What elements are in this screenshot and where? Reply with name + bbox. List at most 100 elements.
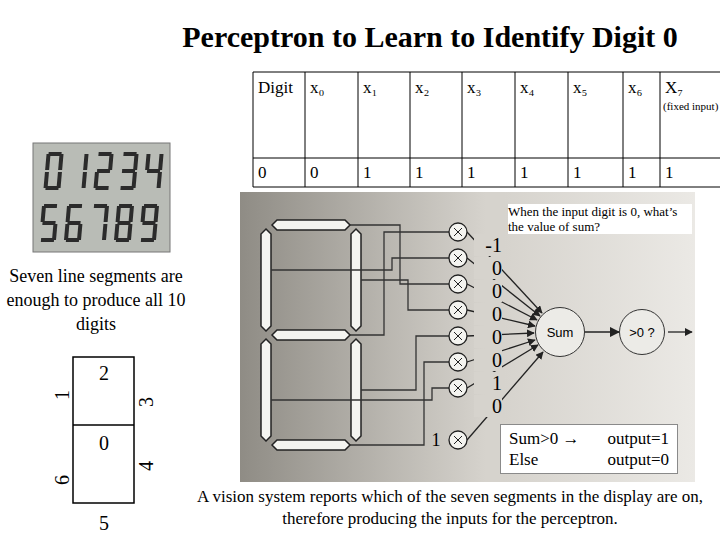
perceptron-photo — [240, 192, 695, 482]
slide-title: Perceptron to Learn to Identify Digit 0 — [150, 18, 710, 56]
segment-number: 5 — [89, 511, 119, 535]
display-segment — [272, 440, 350, 450]
segment-layout — [73, 424, 134, 426]
weighted-input-line — [467, 232, 543, 440]
weight-value: -1 — [474, 234, 502, 256]
segment-wire — [271, 388, 449, 400]
weight-value: 0 — [474, 349, 502, 371]
segment-number: 1 — [50, 380, 74, 410]
truth-table-grid — [253, 72, 720, 187]
segment-number: 6 — [50, 465, 74, 495]
weighted-input-line — [467, 232, 542, 313]
multiplier-circle — [449, 301, 467, 319]
table-cell: 0 — [258, 163, 288, 183]
node-text: Sum — [547, 325, 574, 340]
lcd-segment — [114, 224, 119, 240]
weight-value: 1 — [474, 372, 502, 394]
lcd-segment — [97, 169, 110, 173]
display-segment — [261, 229, 271, 331]
segment-wire — [361, 280, 449, 310]
display-segment — [261, 220, 361, 450]
multiplier-cross — [454, 228, 462, 236]
lcd-segment — [141, 206, 146, 222]
segment-wire — [350, 225, 449, 284]
lcd-segment — [64, 224, 69, 240]
table-header: x₀ — [310, 78, 358, 98]
lcd-segment — [44, 172, 49, 188]
segment-layout — [73, 357, 134, 503]
lcd-segment — [52, 224, 57, 240]
lcd-segment — [82, 172, 87, 188]
multiplier-circle — [449, 223, 467, 449]
multiplier-cross — [454, 280, 462, 288]
table-cell: 1 — [573, 163, 603, 183]
multiplier-cross — [454, 332, 462, 340]
lcd-segment — [108, 154, 113, 170]
truth-table-grid — [515, 72, 516, 187]
display-segment — [261, 339, 271, 441]
segment-number: 3 — [134, 387, 158, 417]
lcd-segment — [66, 206, 71, 222]
connector-arrow — [585, 331, 619, 333]
table-cell: 1 — [665, 163, 695, 183]
multiplier-circle — [449, 379, 467, 397]
lcd-segment — [57, 172, 62, 188]
segment-wire — [361, 336, 449, 390]
truth-table-grid — [253, 72, 720, 73]
lcd-segment — [152, 224, 157, 240]
lcd-digit-segments — [39, 152, 164, 242]
lcd-segment — [116, 206, 121, 222]
truth-table-grid — [253, 72, 254, 187]
description-text: Seven line segments are enough to produc… — [5, 264, 187, 336]
question-callout: When the input digit is 0, what’s the va… — [508, 204, 692, 234]
display-segment — [272, 220, 350, 230]
lcd-segment — [122, 169, 135, 173]
output-rule-box: Sum>0 →output=1Elseoutput=0 — [500, 424, 678, 474]
multiplier-cross — [454, 228, 462, 444]
segment-wire — [271, 258, 449, 270]
lcd-segment — [102, 224, 107, 240]
table-cell: 1 — [415, 163, 445, 183]
segment-layout — [73, 357, 134, 503]
table-cell: 1 — [520, 163, 550, 183]
segment-wire — [271, 225, 449, 445]
weight-value: 0 — [474, 326, 502, 348]
weight-value: 0 — [474, 303, 502, 325]
node-text: output=0 — [608, 449, 670, 470]
truth-table-grid — [660, 72, 661, 187]
truth-table-grid — [358, 72, 359, 187]
lcd-segment — [67, 221, 80, 225]
table-cell: 1 — [467, 163, 497, 183]
table-header: Digit — [258, 78, 306, 98]
segment-number: 0 — [89, 431, 119, 455]
table-header: x₂ — [415, 78, 463, 98]
lcd-segment — [117, 221, 130, 225]
lcd-photo — [33, 143, 170, 252]
lcd-segment — [147, 169, 160, 173]
node-text: Else — [509, 449, 580, 470]
slide-caption: A vision system reports which of the sev… — [185, 486, 715, 530]
multiplier-circle — [449, 431, 467, 449]
table-note: (fixed input) — [663, 100, 719, 113]
lcd-segment — [141, 238, 154, 242]
lcd-segment — [104, 206, 109, 222]
lcd-segment — [41, 238, 54, 242]
segment-number: 2 — [89, 361, 119, 385]
display-segment — [351, 339, 361, 441]
table-header: x₃ — [467, 78, 515, 98]
table-header: x₄ — [520, 78, 568, 98]
multiplier-cross — [454, 358, 462, 366]
lcd-segment — [129, 206, 134, 222]
multiplier-circle — [449, 353, 467, 371]
truth-table-grid — [305, 72, 306, 187]
truth-table-grid — [568, 72, 569, 187]
lcd-segment — [58, 154, 63, 170]
lcd-segment — [77, 224, 82, 240]
table-cell: 1 — [363, 163, 393, 183]
threshold-unit: >0 ? — [619, 309, 665, 355]
lcd-segment — [145, 154, 150, 170]
multiplier-circle — [449, 249, 467, 267]
lcd-segment — [157, 172, 162, 188]
lcd-segment — [132, 172, 137, 188]
table-cell: 1 — [628, 163, 658, 183]
